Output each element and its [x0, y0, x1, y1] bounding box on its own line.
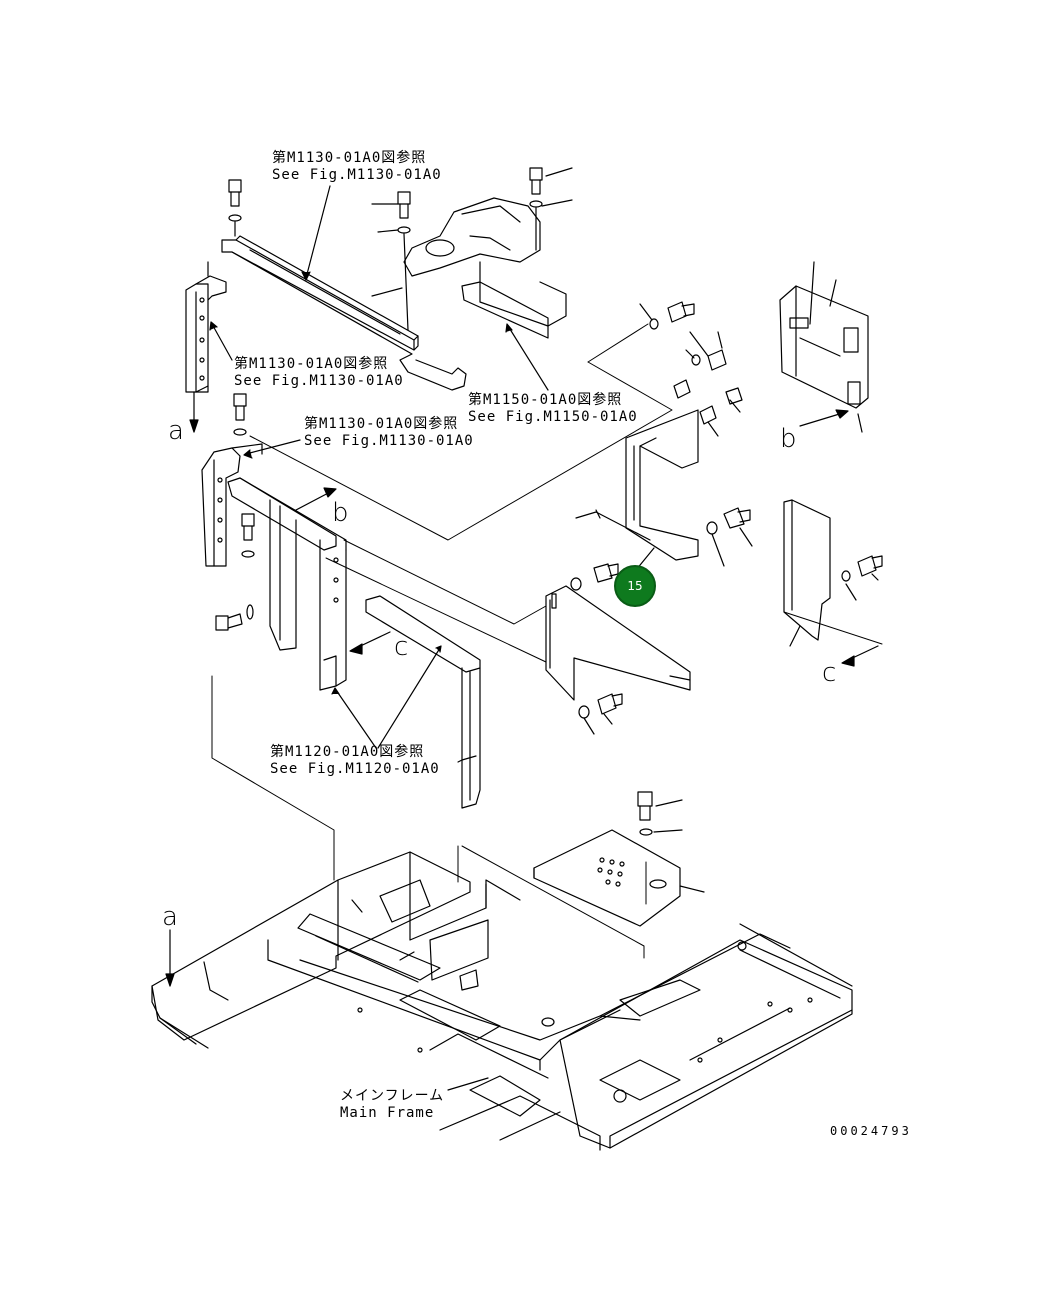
- arrow-a-bottom: [165, 929, 175, 987]
- ref-label-m1130-low: 第M1130-01A0図参照 See Fig.M1130-01A0: [304, 416, 474, 450]
- left-column: [201, 443, 263, 567]
- main-frame-label-jp: メインフレーム: [340, 1088, 445, 1104]
- view-letter-b-mid: b: [332, 498, 349, 528]
- bolt-icon: [691, 349, 727, 371]
- ref-label-jp: 第M1120-01A0図参照: [270, 744, 425, 760]
- arrow-a-top: [189, 391, 199, 433]
- ref-label-jp: 第M1150-01A0図参照: [468, 392, 623, 408]
- bolt-icon: [841, 555, 883, 582]
- ref-label-en: See Fig.M1120-01A0: [270, 761, 440, 777]
- center-right-panel: [575, 409, 699, 561]
- ref-label-jp: 第M1130-01A0図参照: [272, 150, 427, 166]
- ref-label-m1130-top: 第M1130-01A0図参照 See Fig.M1130-01A0: [272, 150, 442, 184]
- main-frame: [151, 851, 853, 1151]
- ref-label-en: See Fig.M1130-01A0: [304, 433, 474, 449]
- ref-label-m1150: 第M1150-01A0図参照 See Fig.M1150-01A0: [468, 392, 638, 426]
- bolt-icon: [228, 179, 242, 237]
- lower-center-panel: [545, 585, 691, 701]
- middle-frame: [227, 477, 347, 691]
- top-beam: [221, 235, 467, 391]
- nut-icon: [673, 379, 691, 399]
- middle-right-column: [365, 595, 481, 809]
- bolt-icon: [397, 191, 411, 331]
- undercover-plate: [533, 829, 681, 927]
- view-letter-a-bottom: a: [162, 902, 178, 932]
- bolt-icon: [529, 167, 543, 251]
- drawing-number: 00024793: [830, 1124, 912, 1138]
- arrow-c-mid: [349, 631, 391, 655]
- main-frame-label-en: Main Frame: [340, 1105, 435, 1121]
- right-door-panel: [779, 285, 869, 409]
- view-letter-a-top: a: [168, 416, 184, 446]
- left-upper-bracket: [185, 261, 227, 393]
- bolt-icon: [233, 393, 247, 436]
- bolt-icon: [637, 791, 653, 836]
- main-frame-label: メインフレーム Main Frame: [340, 1088, 444, 1122]
- arrow-b-mid: [295, 487, 337, 511]
- bolt-icon: [215, 604, 254, 631]
- bolt-icon: [241, 513, 255, 558]
- view-letter-c-mid: c: [394, 632, 409, 662]
- arrow-b-right: [799, 409, 849, 427]
- bolt-icon: [649, 301, 695, 330]
- assembly-lines: [211, 323, 883, 959]
- ref-label-en: See Fig.M1130-01A0: [272, 167, 442, 183]
- view-letter-c-right: c: [822, 658, 837, 688]
- ref-label-jp: 第M1130-01A0図参照: [304, 416, 459, 432]
- part-callout-15[interactable]: 15: [614, 565, 656, 607]
- arrow-c-right: [841, 645, 879, 667]
- bolt-icon: [706, 507, 751, 535]
- bolt-icon: [699, 387, 743, 425]
- ref-label-jp: 第M1130-01A0図参照: [234, 356, 389, 372]
- bolt-icon: [578, 693, 623, 719]
- bolt-icon: [570, 563, 619, 591]
- view-letter-b-right: b: [780, 424, 797, 454]
- ref-label-en: See Fig.M1130-01A0: [234, 373, 404, 389]
- ref-label-m1130-mid: 第M1130-01A0図参照 See Fig.M1130-01A0: [234, 356, 404, 390]
- center-hood: [403, 197, 567, 339]
- ref-label-m1120: 第M1120-01A0図参照 See Fig.M1120-01A0: [270, 744, 440, 778]
- ref-label-en: See Fig.M1150-01A0: [468, 409, 638, 425]
- right-lower-panel: [783, 499, 831, 641]
